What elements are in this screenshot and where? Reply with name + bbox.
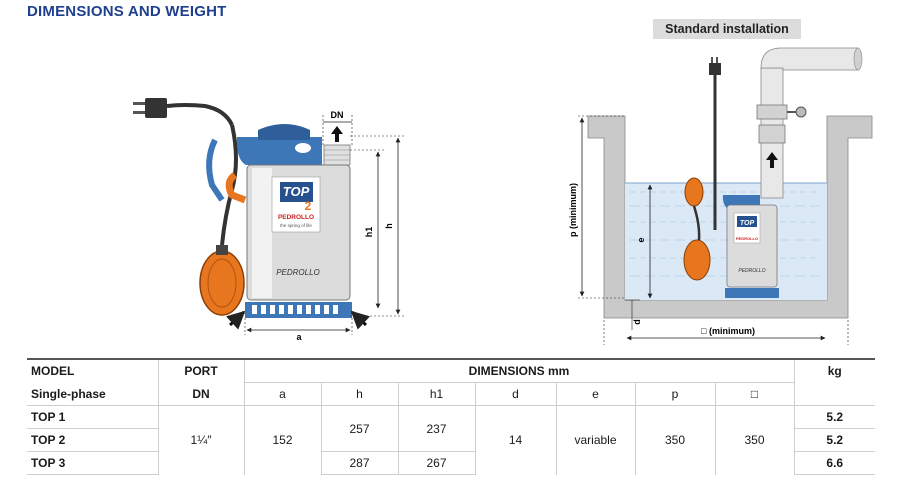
small-label-brand: PEDROLLO (736, 236, 758, 241)
subheader-dn: DN (157, 382, 244, 406)
table-row: TOP 1 1¼″ 152 257 237 14 variable 350 35… (27, 405, 875, 475)
p-label: p (minimum) (568, 183, 578, 237)
row-kg: 5.2 (793, 405, 875, 429)
h-label: h (384, 223, 394, 229)
cell-d: 14 (474, 405, 556, 475)
row-kg: 5.2 (793, 428, 875, 452)
header-model: MODEL (27, 358, 158, 383)
model-badge: TOP (283, 184, 310, 199)
row-model: TOP 1 (27, 405, 158, 429)
dimension-a: a (244, 318, 353, 342)
header-dimensions: DIMENSIONS mm (243, 358, 794, 383)
pump-front-view: TOP 2 PEDROLLO the spring of life PEDROL… (133, 98, 370, 330)
subheader-h1: h1 (397, 382, 475, 406)
table-subheader-row: Single-phase DN a h h1 d e p □ (27, 382, 875, 406)
cell-h-top12: 257 (320, 405, 398, 452)
dimension-dn: DN (322, 110, 353, 145)
dimensions-table: MODEL PORT DIMENSIONS mm kg Single-phase… (27, 358, 875, 475)
page-title: DIMENSIONS AND WEIGHT (27, 3, 227, 20)
dn-label: DN (331, 110, 344, 120)
dimension-h: h (350, 135, 405, 317)
small-model-badge: TOP (740, 220, 755, 227)
header-kg: kg (793, 358, 875, 383)
cell-sq: 350 (714, 405, 794, 475)
cell-p: 350 (634, 405, 715, 475)
table-header-row: MODEL PORT DIMENSIONS mm kg (27, 358, 875, 383)
cell-port: 1¼″ (157, 405, 244, 475)
a-label: a (296, 332, 302, 342)
row-model: TOP 3 (27, 451, 158, 475)
subheader-p: p (634, 382, 715, 406)
table-row: TOP 2 5.2 (27, 428, 875, 452)
label-brand: PEDROLLO (278, 214, 314, 221)
header-port: PORT (157, 358, 244, 383)
subheader-a: a (243, 382, 321, 406)
d-label: d (632, 319, 642, 325)
technical-drawing: TOP 2 PEDROLLO the spring of life PEDROL… (133, 47, 873, 345)
subheader-d: d (474, 382, 556, 406)
body-brand: PEDROLLO (276, 268, 320, 277)
h1-label: h1 (364, 227, 374, 238)
cell-e: variable (555, 405, 635, 475)
table-row: TOP 3 287 267 6.6 (27, 451, 875, 475)
cell-h1-top3: 267 (397, 451, 475, 475)
subheader-phase: Single-phase (31, 386, 106, 401)
subheader-kg-blank (793, 382, 875, 406)
square-min-label: □ (minimum) (701, 326, 755, 336)
float-switch-icon (199, 138, 245, 316)
power-plug-icon (133, 98, 234, 126)
row-kg: 6.6 (793, 451, 875, 475)
row-model: TOP 2 (27, 428, 158, 452)
standard-installation-label: Standard installation (653, 19, 801, 39)
cell-a: 152 (243, 405, 321, 475)
label-tagline: the spring of life (280, 223, 312, 228)
subheader-e: e (555, 382, 635, 406)
model-badge-number: 2 (305, 199, 312, 213)
e-label: e (636, 237, 646, 242)
dimension-h1: h1 (350, 149, 385, 309)
subheader-h: h (320, 382, 398, 406)
cell-h-top3: 287 (320, 451, 398, 475)
cell-h1-top12: 237 (397, 405, 475, 452)
small-body-brand: PEDROLLO (738, 268, 765, 274)
subheader-sq: □ (714, 382, 794, 406)
installation-drawing: TOP PEDROLLO PEDROLLO p (minimum) e d □ … (568, 47, 873, 345)
